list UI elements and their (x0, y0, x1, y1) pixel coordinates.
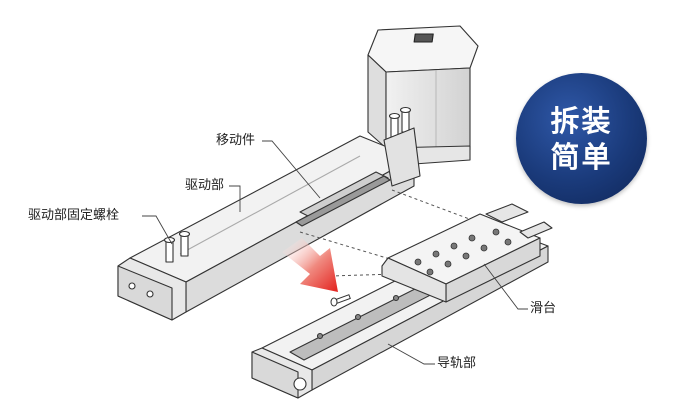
drive-unit-bolt-pair (163, 106, 412, 263)
leader-lines (142, 140, 528, 365)
drive-unit-fixing-screw-label: 驱动部固定螺栓 (28, 208, 120, 223)
assembly-arrow (282, 238, 338, 292)
slide-table-label: 滑台 (530, 301, 557, 316)
loose-screw (330, 294, 351, 307)
badge-line-2: 简单 (550, 139, 613, 174)
moving-part-label: 移动件 (216, 133, 256, 148)
slide-table (381, 203, 553, 303)
drive-unit-label: 驱动部 (185, 178, 225, 193)
easy-assembly-badge: 拆装 简单 (516, 73, 647, 204)
drive-unit (117, 106, 421, 321)
guide-rail-label: 导轨部 (437, 356, 477, 371)
badge-line-1: 拆装 (550, 103, 613, 138)
